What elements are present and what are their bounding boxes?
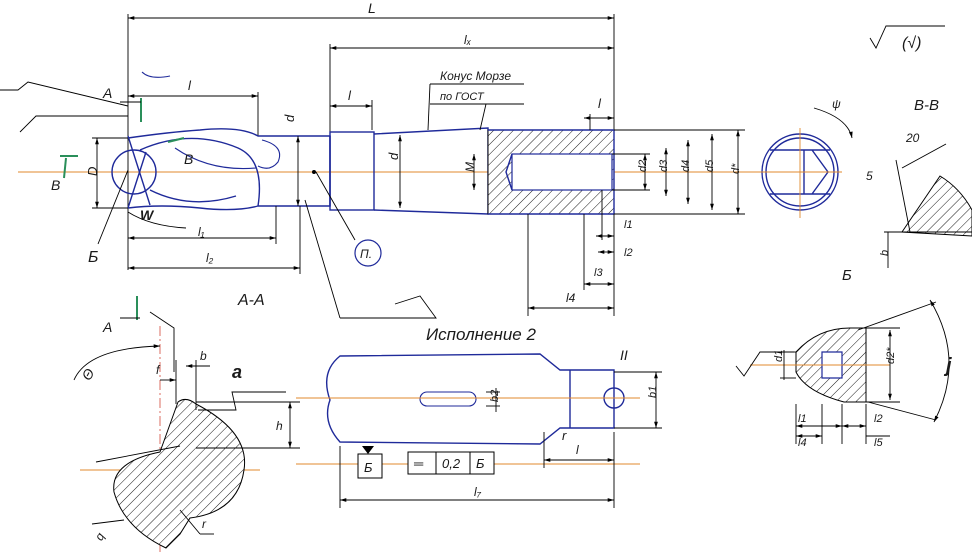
morse-label-1: Конус Морзе <box>440 69 511 83</box>
dim-L-label: L <box>368 0 376 16</box>
flute-curve-2 <box>149 189 237 203</box>
det-l2: l2 <box>874 413 883 425</box>
AA-r: r <box>202 517 207 531</box>
detail-view: d1 d2* l1 l4 l2 l5 j <box>735 299 952 449</box>
section-AA: А-А A Θ b f a h q r <box>73 292 300 552</box>
angle-psi-label: ψ <box>832 97 841 111</box>
end-view: ψ <box>758 97 853 218</box>
det-d2: d2* <box>885 347 897 364</box>
flute-end-curl <box>257 139 281 169</box>
dim-l-top-label: l <box>188 78 192 93</box>
label-B-cyr: Б <box>88 249 98 266</box>
dim-l1-label: l₁ <box>198 225 205 239</box>
v2-b2: b2 <box>489 390 501 402</box>
dim-r-l1-label: l1 <box>624 219 633 231</box>
dim-d-label: d <box>282 114 297 122</box>
variant2-slot <box>419 391 477 407</box>
v2-l: l <box>576 443 579 457</box>
v2-r: r <box>562 428 567 443</box>
AA-h: h <box>276 419 283 433</box>
section-AA-title: А-А <box>237 292 265 309</box>
section-BB-title: В-В <box>914 97 939 114</box>
dim-d2-label: d2 <box>637 160 649 172</box>
main-view: L lₓ l l D d d <box>0 0 760 319</box>
dim-d5-label: d5 <box>704 159 716 172</box>
dim-M-label: M <box>463 162 477 172</box>
variant2-title: Исполнение 2 <box>426 325 536 344</box>
bb-b: b <box>879 250 891 256</box>
v2-b1: b1 <box>647 386 659 398</box>
AA-f: f <box>156 363 161 377</box>
shank-collar <box>329 131 375 211</box>
drill-tip-circle <box>111 149 157 195</box>
dim-d3-label: d3 <box>658 159 670 172</box>
section-AA-profile <box>113 398 246 549</box>
label-B-left: B <box>51 177 60 193</box>
theta-label: Θ <box>78 365 97 383</box>
v2-II: II <box>620 347 628 363</box>
AA-a: a <box>232 362 242 382</box>
variant-2: Исполнение 2 b2 b1 II l r Б ═ 0,2 Б l₇ <box>296 325 662 508</box>
dim-l3-label: l3 <box>594 267 603 279</box>
dim-l4-label: l4 <box>566 291 576 305</box>
dim-l2-label: l₂ <box>206 251 214 265</box>
dim-D-label: D <box>85 167 100 176</box>
section-BB: В-В 20 5 b Б <box>842 97 972 284</box>
label-B-mid: B <box>184 151 193 167</box>
tol-ref: Б <box>476 456 485 471</box>
det-j: j <box>943 355 952 377</box>
dim-l-tail-label: l <box>598 96 602 111</box>
w-symbol: W <box>140 207 155 223</box>
view-B-label: Б <box>842 267 852 284</box>
det-l1: l1 <box>798 413 807 425</box>
bb-20: 20 <box>905 131 920 145</box>
AA-b: b <box>200 349 207 363</box>
AA-q: q <box>92 530 108 543</box>
sleeve-bore <box>511 153 613 191</box>
balloon-circle <box>354 239 382 267</box>
roughness-general: (√) <box>869 25 945 52</box>
bb-5: 5 <box>866 169 873 183</box>
flute-curve-1 <box>139 137 261 207</box>
dim-r-l2-label: l2 <box>624 247 633 259</box>
dim-d4-label: d4 <box>680 160 692 172</box>
roughness-general-label: (√) <box>902 35 921 52</box>
dim-lx-label: lₓ <box>464 33 472 47</box>
label-A-sec: A <box>102 319 112 335</box>
dim-dstar-label: d* <box>730 163 742 174</box>
tol-value: 0,2 <box>442 456 461 471</box>
balloon-label: П. <box>360 247 372 261</box>
variant2-shank <box>326 353 615 445</box>
dim-l-neck-label: l <box>348 88 352 103</box>
det-l4: l4 <box>798 437 807 449</box>
dim-d-neck-label: d <box>386 152 401 160</box>
label-A-top: A <box>102 85 112 101</box>
v2-l7: l₇ <box>474 485 482 499</box>
det-l5: l5 <box>874 437 883 449</box>
tol-symbol: ═ <box>413 456 424 471</box>
tol-datum: Б <box>364 460 373 475</box>
det-d1: d1 <box>773 350 785 362</box>
morse-label-2: по ГОСТ <box>440 91 485 103</box>
